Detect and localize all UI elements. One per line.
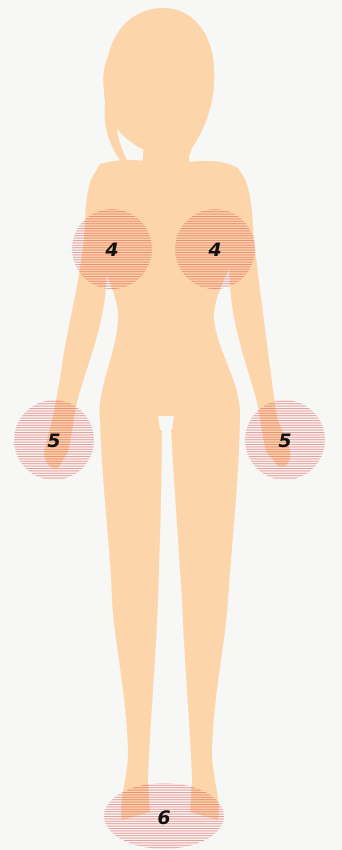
zone-label: 5 — [278, 430, 291, 452]
zone-label: 5 — [47, 430, 60, 452]
zone-chest-left[interactable]: 4 — [72, 209, 152, 289]
crotch-gap — [158, 416, 174, 430]
zone-feet[interactable]: 6 — [104, 783, 224, 849]
torso-shape — [90, 160, 244, 420]
left-leg-shape — [100, 410, 162, 820]
head-shape — [103, 8, 214, 162]
zone-label: 4 — [207, 239, 221, 261]
zone-hand-left[interactable]: 5 — [14, 400, 94, 480]
zone-label: 6 — [157, 807, 170, 829]
right-leg-shape — [170, 410, 240, 820]
zone-hand-right[interactable]: 5 — [245, 400, 325, 480]
zone-chest-right[interactable]: 4 — [175, 209, 255, 289]
zone-label: 4 — [104, 239, 118, 261]
